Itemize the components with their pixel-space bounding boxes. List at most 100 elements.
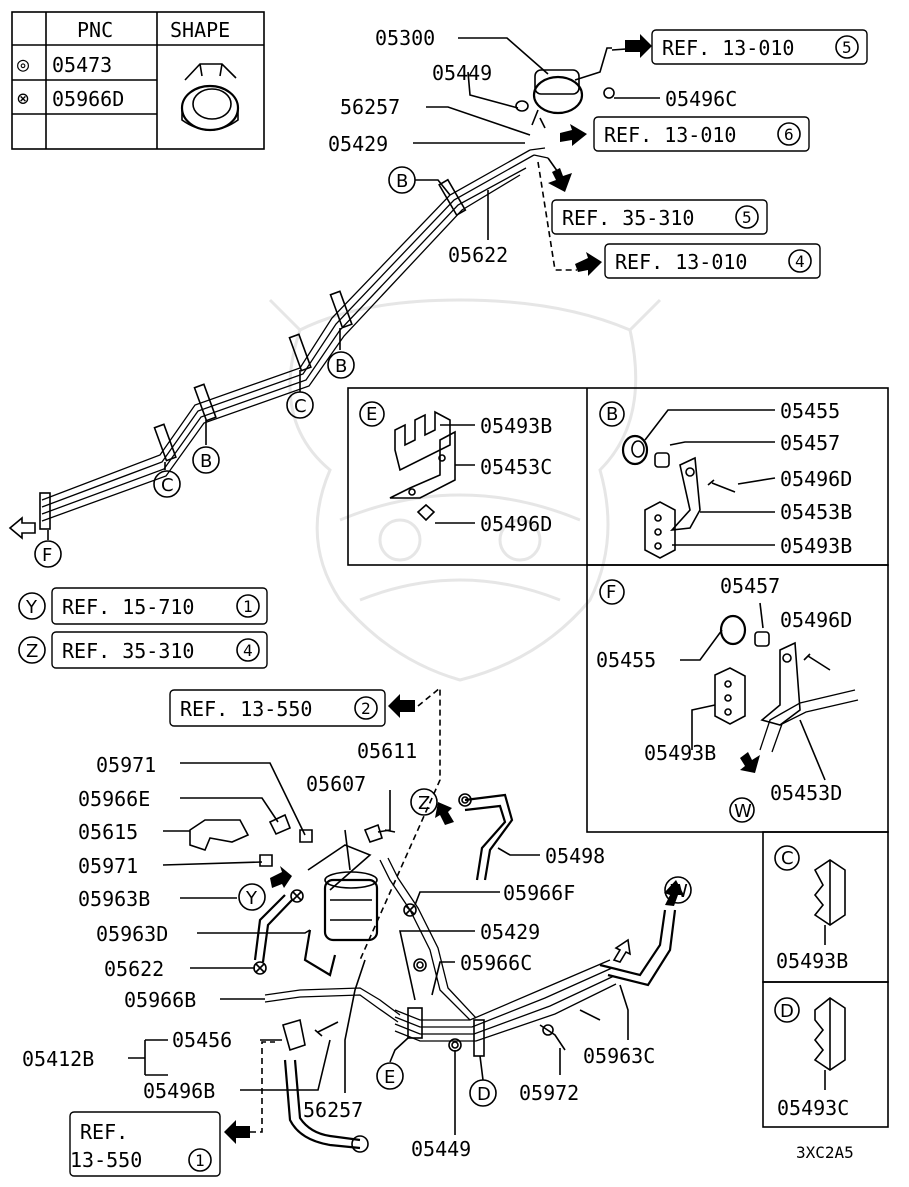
legend-header-pnc: PNC — [77, 18, 113, 42]
svg-text:E: E — [384, 1067, 395, 1088]
label-05622-lower: 05622 — [104, 957, 164, 981]
label-b-05493B: 05493B — [780, 534, 852, 558]
label-f-05457: 05457 — [720, 574, 780, 598]
svg-text:Y: Y — [245, 888, 258, 909]
svg-text:C: C — [161, 475, 174, 496]
label-e-05496D: 05496D — [480, 512, 552, 536]
svg-text:W: W — [734, 801, 752, 822]
label-05622-upper: 05622 — [448, 243, 508, 267]
label-05963D: 05963D — [96, 922, 168, 946]
legend-pnc-2: 05966D — [52, 87, 124, 111]
label-c-05493B: 05493B — [776, 949, 848, 973]
detail-e: E 05493B 05453C 05496D — [359, 401, 552, 536]
svg-text:B: B — [606, 404, 618, 425]
legend-symbol-circle-x: ⊗ — [17, 86, 29, 110]
label-05966B: 05966B — [124, 988, 196, 1012]
detail-b: B 05455 05457 05496D 05453B 05493B — [599, 399, 852, 559]
label-b-05496D: 05496D — [780, 467, 852, 491]
lower-pipes — [189, 793, 684, 1153]
svg-text:REF.: REF. — [80, 1120, 128, 1144]
svg-text:Y: Y — [25, 597, 38, 618]
ref-key-z: Z REF. 35-310 4 — [18, 631, 268, 669]
svg-text:REF. 13-550: REF. 13-550 — [180, 697, 312, 721]
detail-box-f — [586, 564, 889, 833]
marker-f-end: F — [34, 540, 62, 568]
svg-text:1: 1 — [195, 1151, 205, 1170]
label-05966C: 05966C — [460, 951, 532, 975]
label-05429-lower: 05429 — [480, 920, 540, 944]
label-56257-upper: 56257 — [340, 95, 400, 119]
marker-b-low: B — [192, 446, 220, 474]
svg-text:REF. 35-310: REF. 35-310 — [562, 206, 694, 230]
label-e-05493B: 05493B — [480, 414, 552, 438]
diagram-code: 3XC2A5 — [796, 1143, 854, 1162]
label-56257-lower: 56257 — [303, 1098, 363, 1122]
ref-box-13-010-4: REF. 13-010 4 — [604, 243, 821, 279]
label-05300: 05300 — [375, 26, 435, 50]
ref-key-y: Y REF. 15-710 1 — [18, 587, 268, 625]
label-05412B: 05412B — [22, 1047, 94, 1071]
label-b-05453B: 05453B — [780, 500, 852, 524]
label-05611: 05611 — [357, 739, 417, 763]
label-05498: 05498 — [545, 844, 605, 868]
svg-text:E: E — [366, 404, 377, 425]
marker-b-top: B — [388, 166, 416, 194]
arrow-ref-13-550-1 — [224, 1120, 250, 1144]
svg-text:F: F — [42, 545, 52, 566]
svg-text:D: D — [477, 1084, 491, 1105]
upper-leaders — [413, 37, 660, 271]
label-f-05496D: 05496D — [780, 608, 852, 632]
label-b-05455: 05455 — [780, 399, 840, 423]
marker-c-mid: C — [286, 391, 314, 419]
upper-pipe-bundle — [8, 147, 549, 540]
svg-text:4: 4 — [795, 252, 805, 271]
label-05429-upper: 05429 — [328, 132, 388, 156]
svg-text:13-550: 13-550 — [70, 1148, 142, 1172]
legend-header-shape: SHAPE — [170, 18, 230, 42]
svg-text:4: 4 — [243, 641, 253, 660]
lower-leaders — [128, 762, 629, 1135]
svg-text:REF. 13-010: REF. 13-010 — [615, 250, 747, 274]
svg-text:C: C — [294, 396, 307, 417]
svg-text:2: 2 — [361, 699, 371, 718]
svg-text:Z: Z — [418, 793, 430, 814]
label-05496B: 05496B — [143, 1079, 215, 1103]
svg-text:5: 5 — [842, 38, 852, 57]
label-d-05493C: 05493C — [777, 1096, 849, 1120]
svg-text:5: 5 — [742, 208, 752, 227]
marker-e: E — [376, 1062, 404, 1090]
detail-d: D 05493C — [774, 997, 849, 1120]
svg-text:REF. 15-710: REF. 15-710 — [62, 595, 194, 619]
arrow-ref-13-010-4 — [575, 252, 602, 276]
label-05607: 05607 — [306, 772, 366, 796]
label-b-05457: 05457 — [780, 431, 840, 455]
label-05449-lower: 05449 — [411, 1137, 471, 1161]
arrow-ref-35-310-5 — [548, 168, 572, 192]
svg-text:6: 6 — [784, 125, 794, 144]
ref-box-13-010-5: REF. 13-010 5 — [651, 29, 868, 65]
svg-text:REF. 13-010: REF. 13-010 — [604, 123, 736, 147]
marker-b-mid: B — [327, 351, 355, 379]
label-05496C: 05496C — [665, 87, 737, 111]
svg-text:C: C — [781, 848, 794, 869]
svg-text:D: D — [780, 1001, 794, 1022]
marker-d: D — [469, 1079, 497, 1107]
arrow-ref-13-010-5 — [625, 34, 652, 58]
svg-text:F: F — [606, 582, 616, 603]
legend-pnc-1: 05473 — [52, 53, 112, 77]
label-05449-upper: 05449 — [432, 61, 492, 85]
label-05971-a: 05971 — [96, 753, 156, 777]
label-05966F: 05966F — [503, 881, 575, 905]
label-05966E: 05966E — [78, 787, 150, 811]
legend-symbol-double-circle: ◎ — [17, 52, 29, 76]
marker-w: W — [664, 876, 692, 904]
watermark-emblem — [268, 298, 662, 682]
label-f-05493B: 05493B — [644, 741, 716, 765]
clamp-shape-icon — [180, 63, 240, 132]
marker-y: Y — [238, 883, 266, 911]
svg-text:REF. 13-010: REF. 13-010 — [662, 36, 794, 60]
label-05615: 05615 — [78, 820, 138, 844]
label-05963B: 05963B — [78, 887, 150, 911]
svg-text:B: B — [200, 451, 212, 472]
